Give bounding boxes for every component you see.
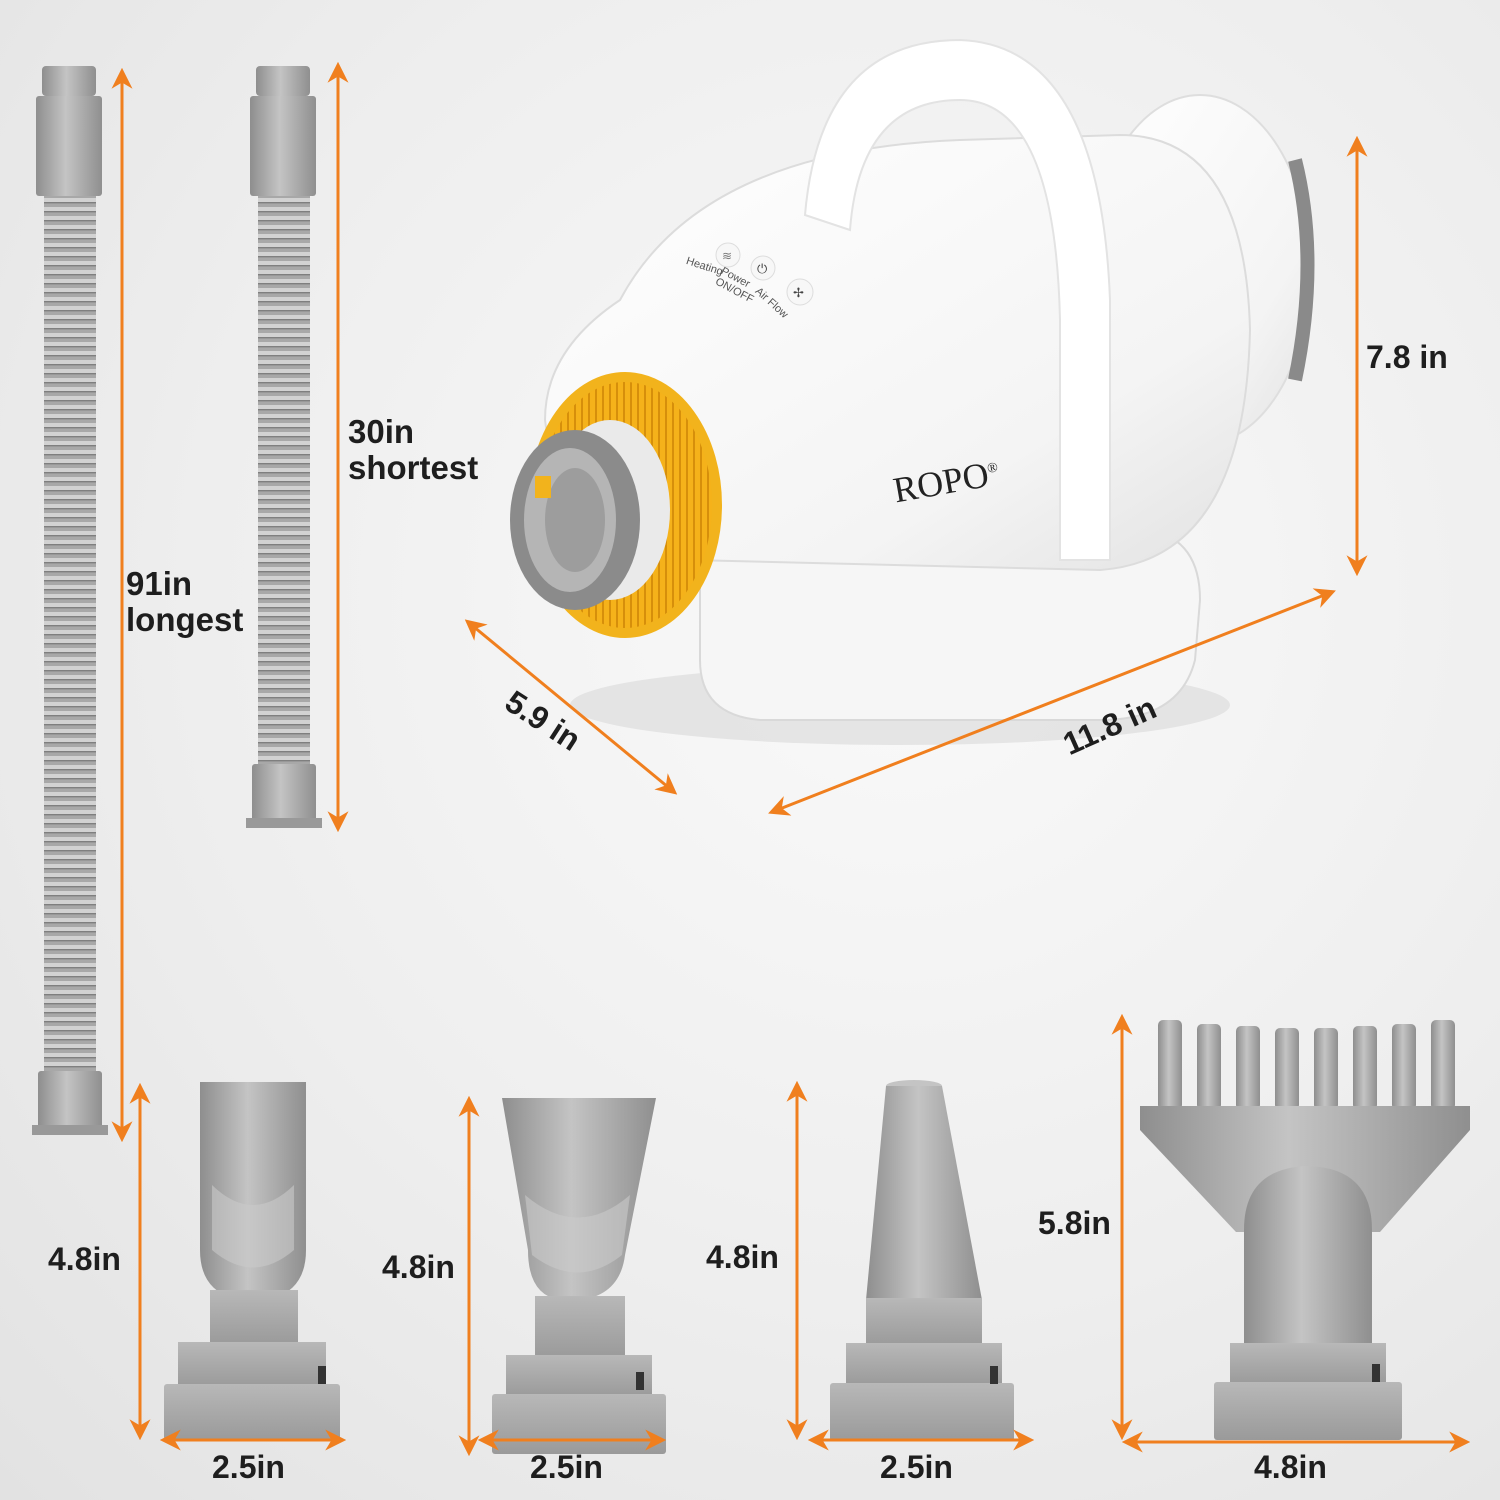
nozzle3-height-label: 4.8in (706, 1239, 779, 1275)
short-hose (246, 66, 322, 828)
nozzle3-width-label: 2.5in (880, 1449, 953, 1485)
nozzle4-width-label: 4.8in (1254, 1449, 1327, 1485)
cone-nozzle (830, 1080, 1014, 1441)
long-hose-label: 91in longest (126, 565, 244, 639)
heat-icon: ≋ (722, 249, 732, 263)
dryer-unit: ⏻ ✢ ≋ (510, 38, 1315, 745)
flat-nozzle-narrow (164, 1082, 340, 1440)
long-hose-length: 91in (126, 565, 193, 602)
power-icon: ⏻ (757, 262, 767, 277)
short-hose-label: 30in shortest (348, 413, 479, 487)
fan-icon: ✢ (793, 286, 804, 301)
comb-nozzle (1140, 1020, 1470, 1440)
heat-button (715, 242, 741, 268)
nozzle4-height-label: 5.8in (1038, 1205, 1111, 1241)
short-hose-caption: shortest (348, 449, 479, 487)
long-hose-caption: longest (126, 601, 244, 639)
nozzle2-width-label: 2.5in (530, 1449, 603, 1485)
nozzle1-height-label: 4.8in (48, 1241, 121, 1277)
airflow-button (786, 278, 814, 306)
power-button (750, 255, 776, 281)
nozzle1-width-label: 2.5in (212, 1449, 285, 1485)
length-arrow (768, 588, 1336, 816)
brand-mark: ® (986, 460, 1000, 477)
short-hose-length: 30in (348, 413, 415, 450)
long-hose (32, 66, 108, 1135)
depth-arrow (464, 619, 678, 795)
height-label: 7.8 in (1366, 339, 1448, 375)
nozzle2-height-label: 4.8in (382, 1249, 455, 1285)
flat-nozzle-wide (492, 1098, 666, 1454)
